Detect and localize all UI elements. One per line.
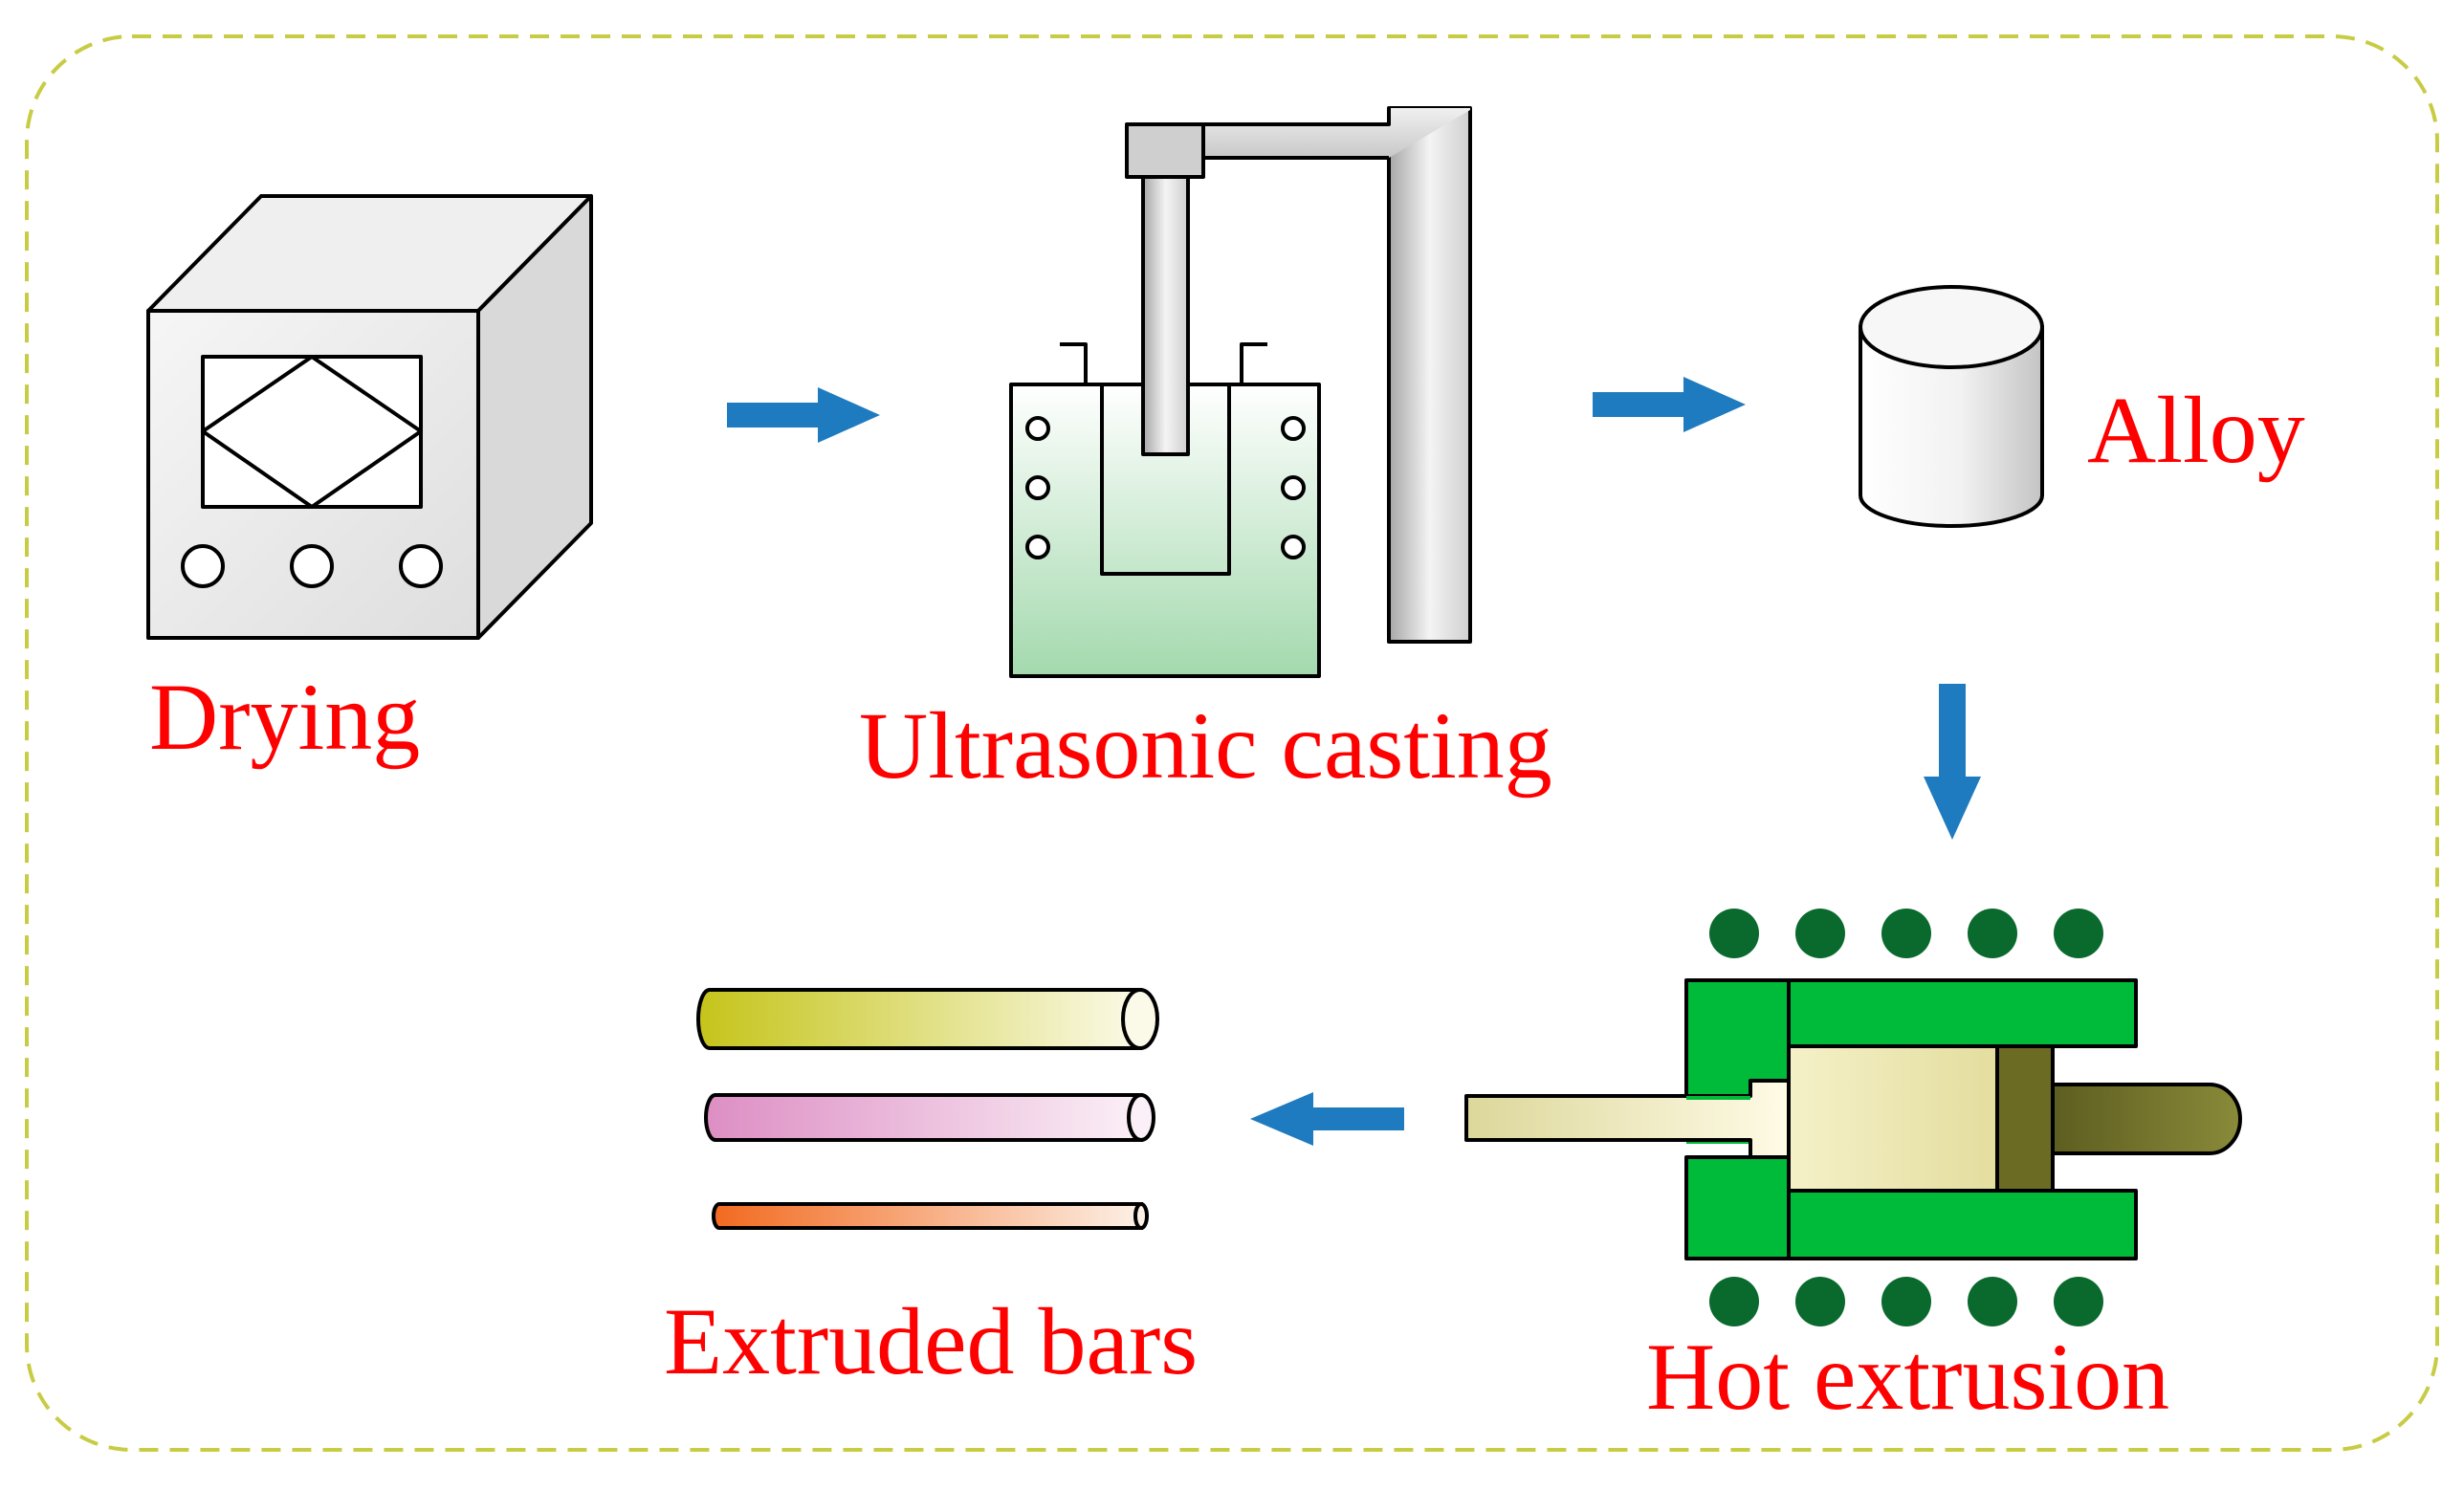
bar-pink [704, 1093, 1155, 1142]
hot-extrusion-label: Hot extrusion [1646, 1324, 2170, 1430]
arrow-left-icon [1250, 1092, 1404, 1146]
alloy-ingot-icon [1859, 285, 2044, 528]
drying-label: Drying [149, 664, 421, 770]
arrow-right-icon [1593, 377, 1746, 432]
ultrasonic-casting-label: Ultrasonic casting [859, 692, 1552, 799]
arrow-down-icon [1924, 684, 1981, 840]
bar-orange [712, 1202, 1149, 1230]
ultrasonic-casting-icon [1009, 106, 1472, 678]
heating-coil-top [1709, 909, 2103, 958]
extruded-bars-icon [696, 988, 1159, 1230]
arrow-right-icon [727, 387, 880, 443]
hot-extrusion-press-icon [1464, 909, 2242, 1326]
alloy-label: Alloy [2087, 377, 2305, 483]
drying-oven-icon [146, 194, 593, 640]
heating-coil-bottom [1709, 1277, 2103, 1326]
extruded-bars-label: Extruded bars [664, 1288, 1199, 1394]
bar-yellow [696, 988, 1159, 1050]
